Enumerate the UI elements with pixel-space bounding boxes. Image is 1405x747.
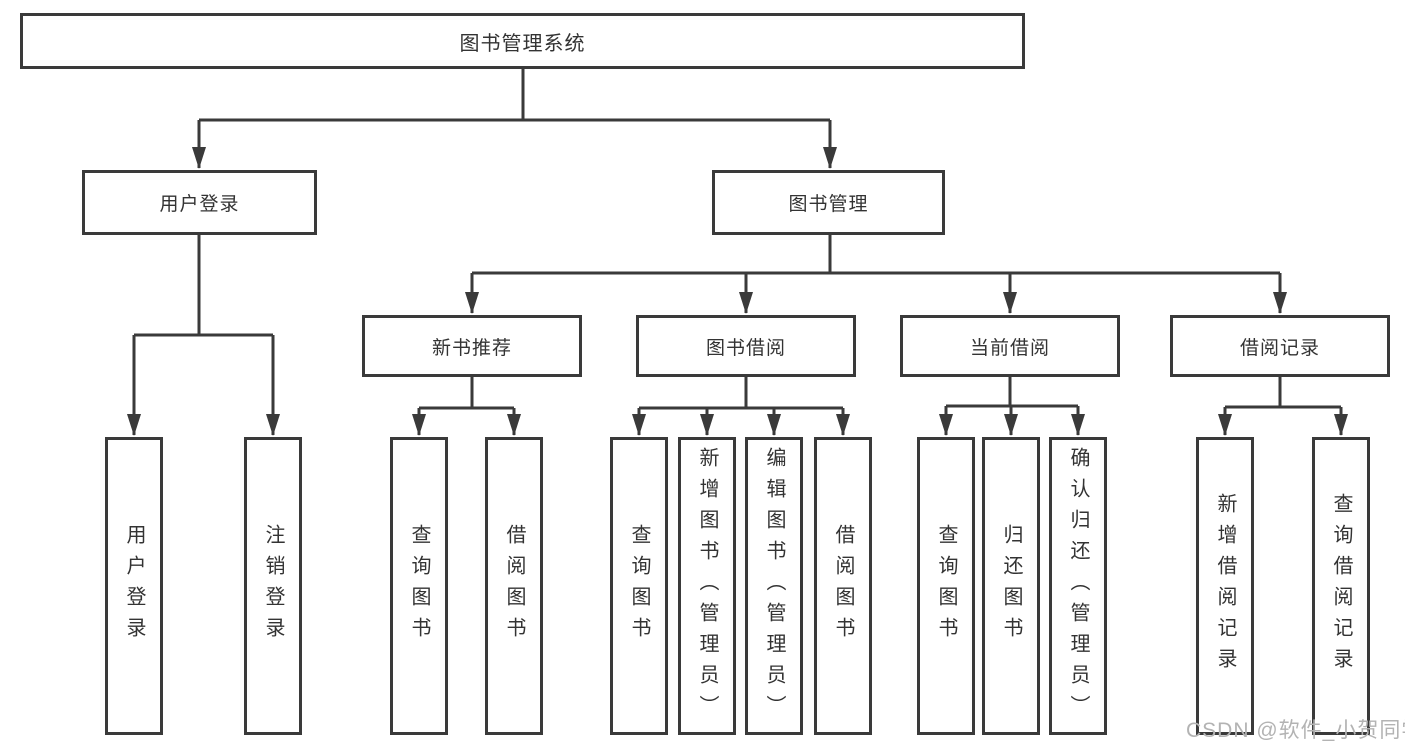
leaf-query-books-recommend: 查询图书 — [390, 437, 448, 735]
leaf-edit-book-admin: 编辑图书（管理员） — [745, 437, 803, 735]
leaf-logout: 注销登录 — [244, 437, 302, 735]
leaf-user-login-label: 用户登录 — [123, 524, 145, 648]
leaf-logout-label: 注销登录 — [262, 524, 284, 648]
root-node-label: 图书管理系统 — [459, 32, 586, 55]
leaf-query-books-current: 查询图书 — [917, 437, 975, 735]
leaf-borrow-books-borrowing-label: 借阅图书 — [832, 524, 854, 648]
root-node-library-management-system: 图书管理系统 — [20, 13, 1025, 69]
leaf-query-books-borrowing-label: 查询图书 — [628, 524, 650, 648]
leaf-query-borrow-record: 查询借阅记录 — [1312, 437, 1370, 735]
node-book-borrowing: 图书借阅 — [636, 315, 856, 377]
node-current-borrowing-label: 当前借阅 — [969, 337, 1050, 359]
node-borrowing-records: 借阅记录 — [1170, 315, 1390, 377]
node-borrowing-records-label: 借阅记录 — [1239, 337, 1320, 359]
leaf-confirm-return-admin-label: 确认归还（管理员） — [1067, 446, 1089, 726]
leaf-add-book-admin: 新增图书（管理员） — [678, 437, 736, 735]
leaf-add-borrow-record: 新增借阅记录 — [1196, 437, 1254, 735]
leaf-confirm-return-admin: 确认归还（管理员） — [1049, 437, 1107, 735]
leaf-return-book-label: 归还图书 — [1000, 524, 1022, 648]
csdn-watermark: CSDN @软件_小贺同学 — [1186, 719, 1405, 742]
leaf-borrow-books-recommend-label: 借阅图书 — [503, 524, 525, 648]
leaf-query-books-current-label: 查询图书 — [935, 524, 957, 648]
leaf-edit-book-admin-label: 编辑图书（管理员） — [763, 446, 785, 726]
node-book-management-label: 图书管理 — [788, 194, 869, 215]
leaf-add-borrow-record-label: 新增借阅记录 — [1214, 493, 1236, 679]
node-user-login: 用户登录 — [82, 170, 317, 235]
leaf-add-book-admin-label: 新增图书（管理员） — [696, 446, 718, 726]
node-book-management: 图书管理 — [712, 170, 945, 235]
node-user-login-label: 用户登录 — [159, 194, 240, 215]
node-current-borrowing: 当前借阅 — [900, 315, 1120, 377]
node-book-borrowing-label: 图书借阅 — [705, 337, 786, 359]
leaf-return-book: 归还图书 — [982, 437, 1040, 735]
node-new-book-recommendation: 新书推荐 — [362, 315, 582, 377]
leaf-borrow-books-recommend: 借阅图书 — [485, 437, 543, 735]
leaf-borrow-books-borrowing: 借阅图书 — [814, 437, 872, 735]
leaf-query-borrow-record-label: 查询借阅记录 — [1330, 493, 1352, 679]
leaf-query-books-recommend-label: 查询图书 — [408, 524, 430, 648]
leaf-user-login: 用户登录 — [105, 437, 163, 735]
leaf-query-books-borrowing: 查询图书 — [610, 437, 668, 735]
node-new-book-recommendation-label: 新书推荐 — [431, 337, 512, 359]
